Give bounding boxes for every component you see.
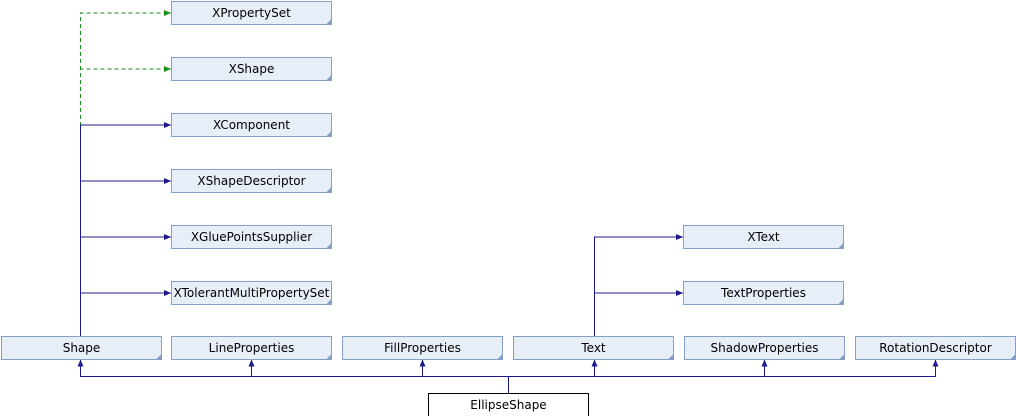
node-box <box>171 57 332 81</box>
node-box <box>171 1 332 25</box>
external-link-corner <box>668 354 674 360</box>
node-box <box>342 336 503 360</box>
node-label: XComponent <box>213 118 290 132</box>
node-label: TextProperties <box>720 286 806 300</box>
external-link-corner <box>326 75 332 81</box>
external-link-corner <box>326 187 332 193</box>
edge-ellipseshape-to-fillproperties <box>419 359 509 394</box>
node-label: XTolerantMultiPropertySet <box>174 286 330 300</box>
node-shape[interactable]: Shape <box>1 336 162 360</box>
node-xpropertyset[interactable]: XPropertySet <box>171 1 332 25</box>
edge-shape-to-xshapedescriptor <box>80 178 171 336</box>
node-box <box>684 336 845 360</box>
node-label: Text <box>580 341 606 355</box>
external-link-corner <box>497 354 503 360</box>
node-label: LineProperties <box>209 341 295 355</box>
node-label: Shape <box>63 341 101 355</box>
external-link-corner <box>326 131 332 137</box>
node-xtext[interactable]: XText <box>683 225 844 249</box>
node-ellipseshape: EllipseShape <box>428 393 589 416</box>
edge-ellipseshape-to-rotationdescriptor <box>508 359 939 394</box>
node-xshape[interactable]: XShape <box>171 57 332 81</box>
node-shadowproperties[interactable]: ShadowProperties <box>684 336 845 360</box>
node-fillproperties[interactable]: FillProperties <box>342 336 503 360</box>
node-textproperties[interactable]: TextProperties <box>683 281 844 305</box>
node-box <box>171 169 332 193</box>
external-link-corner <box>838 243 844 249</box>
node-box <box>1 336 162 360</box>
edge-shape-to-xgluepointssupplier <box>80 234 171 336</box>
external-link-corner <box>1010 354 1016 360</box>
node-box <box>513 336 674 360</box>
node-box <box>171 113 332 137</box>
node-box <box>171 281 332 305</box>
edge-shape-to-xshape <box>80 66 171 336</box>
node-label: XText <box>747 230 780 244</box>
node-lineproperties[interactable]: LineProperties <box>171 336 332 360</box>
node-label: XShape <box>229 62 275 76</box>
external-link-corner <box>156 354 162 360</box>
node-label: FillProperties <box>384 341 461 355</box>
edge-text-to-xtext <box>594 234 683 336</box>
external-link-corner <box>326 243 332 249</box>
node-rotationdescriptor[interactable]: RotationDescriptor <box>855 336 1016 360</box>
node-text[interactable]: Text <box>513 336 674 360</box>
edge-shape-to-xcomponent <box>80 122 171 336</box>
external-link-corner <box>326 354 332 360</box>
node-box <box>683 281 844 305</box>
node-xtolerantmultipropertyset[interactable]: XTolerantMultiPropertySet <box>171 281 332 305</box>
edges-layer <box>77 10 939 394</box>
external-link-corner <box>839 354 845 360</box>
node-label: XShapeDescriptor <box>197 174 305 188</box>
edge-text-to-textproperties <box>594 290 683 336</box>
external-link-corner <box>326 19 332 25</box>
edge-shape-to-xpropertyset <box>80 10 171 336</box>
node-label: XPropertySet <box>212 6 291 20</box>
node-xgluepointssupplier[interactable]: XGluePointsSupplier <box>171 225 332 249</box>
node-box <box>171 336 332 360</box>
node-xshapedescriptor[interactable]: XShapeDescriptor <box>171 169 332 193</box>
node-label: ShadowProperties <box>711 341 819 355</box>
external-link-corner <box>326 299 332 305</box>
edge-shape-to-xtolerantmultipropertyset <box>80 290 171 336</box>
node-label: RotationDescriptor <box>879 341 992 355</box>
node-box <box>428 393 589 416</box>
node-box <box>683 225 844 249</box>
node-label: XGluePointsSupplier <box>191 230 312 244</box>
external-link-corner <box>838 299 844 305</box>
node-xcomponent[interactable]: XComponent <box>171 113 332 137</box>
node-label: EllipseShape <box>470 398 546 412</box>
node-box <box>171 225 332 249</box>
